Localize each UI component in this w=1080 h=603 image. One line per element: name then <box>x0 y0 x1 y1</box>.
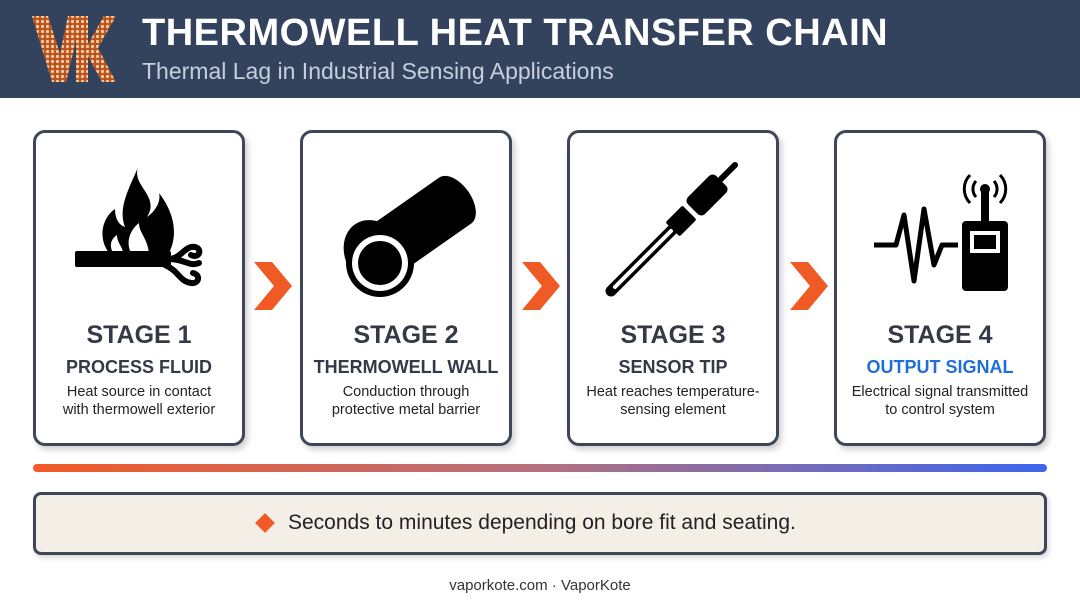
diamond-bullet-icon <box>255 513 275 533</box>
note-text: Seconds to minutes depending on bore fit… <box>288 511 796 534</box>
probe-icon <box>605 162 738 297</box>
flame-pipe-icon <box>75 165 203 287</box>
header-banner: THERMOWELL HEAT TRANSFER CHAIN Thermal L… <box>0 0 1080 98</box>
stage-description: Conduction through protective metal barr… <box>331 384 481 418</box>
stage-number: STAGE 3 <box>620 321 726 349</box>
tube-icon <box>343 175 476 297</box>
vaporkote-logo-icon <box>32 16 116 82</box>
stage-card-2: STAGE 2 THERMOWELL WALL Conduction throu… <box>300 130 512 446</box>
stage-card-3: STAGE 3 SENSOR TIP Heat reaches temperat… <box>567 130 779 446</box>
stage-name: PROCESS FLUID <box>65 357 212 377</box>
stage-description: Heat source in contact with thermowell e… <box>62 384 216 418</box>
stage-number: STAGE 1 <box>86 321 192 349</box>
stage-name: OUTPUT SIGNAL <box>866 357 1014 377</box>
stage-name: SENSOR TIP <box>618 357 728 377</box>
chevron-right-icon <box>522 262 560 310</box>
footer-credit: vaporkote.com · VaporKote <box>449 577 631 594</box>
stage-description: Electrical signal transmitted to control… <box>851 384 1029 418</box>
signal-transmitter-icon <box>874 173 1008 291</box>
stage-description: Heat reaches temperature- sensing elemen… <box>586 384 760 418</box>
note-box: Seconds to minutes depending on bore fit… <box>33 492 1047 555</box>
page-title: THERMOWELL HEAT TRANSFER CHAIN <box>142 12 889 54</box>
chevron-right-icon <box>254 262 292 310</box>
stage-number: STAGE 4 <box>887 321 993 349</box>
stage-card-1: STAGE 1 PROCESS FLUID Heat source in con… <box>33 130 245 446</box>
stage-card-4: STAGE 4 OUTPUT SIGNAL Electrical signal … <box>834 130 1046 446</box>
stage-number: STAGE 2 <box>353 321 459 349</box>
page-subtitle: Thermal Lag in Industrial Sensing Applic… <box>142 58 614 84</box>
chevron-right-icon <box>790 262 828 310</box>
stage-name: THERMOWELL WALL <box>313 357 499 377</box>
gradient-divider <box>33 464 1047 472</box>
